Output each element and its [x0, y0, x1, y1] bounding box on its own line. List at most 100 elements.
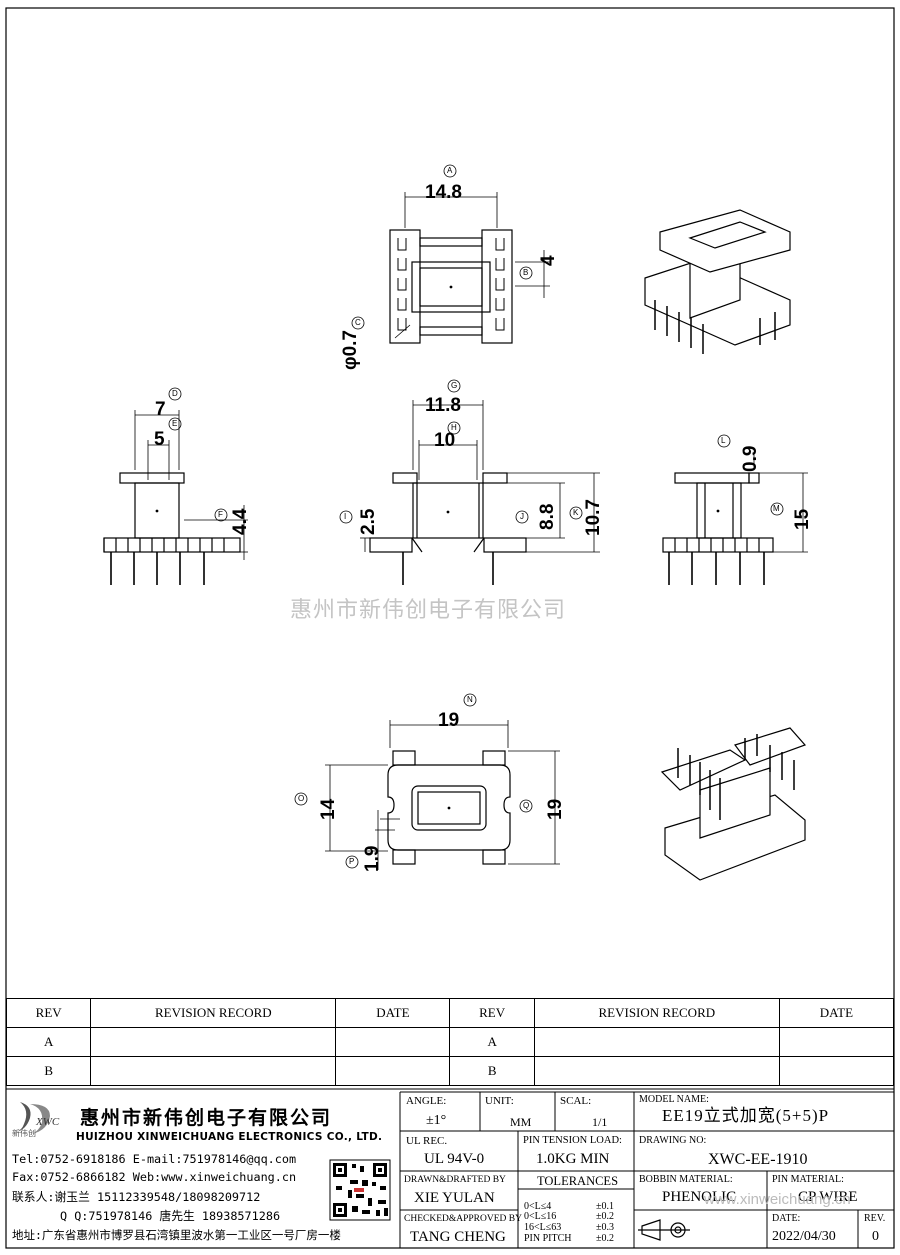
- checked-by-label: CHECKED&APPROVED BY: [404, 1214, 522, 1224]
- pin-tension-label: PIN TENSION LOAD:: [523, 1135, 622, 1146]
- date-value: 2022/04/30: [772, 1229, 836, 1244]
- ul-label: UL REC.: [406, 1135, 448, 1147]
- date-label: DATE:: [772, 1213, 801, 1224]
- scale-value: 1/1: [592, 1115, 608, 1129]
- drawn-by-value: XIE YULAN: [414, 1190, 495, 1206]
- logo-en-text: XWC: [36, 1116, 60, 1128]
- dim-n: 19: [438, 710, 460, 731]
- top-view: [351, 164, 550, 344]
- tol-range-1: 0<L≤4: [524, 1201, 552, 1212]
- date-cell: [335, 1056, 451, 1086]
- bubble-m: M: [773, 504, 780, 513]
- bubble-c: C: [355, 318, 361, 327]
- isometric-view-bottom: [660, 727, 807, 881]
- bobbin-material-value: PHENOLIC: [662, 1189, 737, 1205]
- record-cell: [90, 1027, 337, 1057]
- dim-d: 7: [155, 399, 166, 420]
- contact-person: 联系人:谢玉兰 15112339548/18098209712: [12, 1190, 261, 1204]
- tol-value-2: ±0.2: [596, 1211, 614, 1222]
- watermark-url: www.xinweichuang.cn: [704, 1191, 851, 1208]
- tol-range-2: 0<L≤16: [524, 1211, 557, 1222]
- tol-value-3: ±0.3: [596, 1222, 614, 1233]
- date-cell: [335, 1027, 451, 1057]
- pin-tension-value: 1.0KG MIN: [536, 1151, 610, 1167]
- company-address: 地址:广东省惠州市博罗县石湾镇里波水第一工业区一号厂房一楼: [12, 1228, 341, 1242]
- qr-code: [329, 1159, 391, 1221]
- bubble-f: F: [218, 510, 223, 519]
- revision-record-header: REVISION RECORD: [533, 998, 780, 1028]
- angle-label: ANGLE:: [406, 1095, 447, 1107]
- bubble-h: H: [451, 423, 457, 432]
- isometric-view-top: [644, 209, 791, 354]
- bubble-e: E: [172, 419, 178, 428]
- model-value: EE19立式加宽(5+5)P: [662, 1106, 830, 1125]
- angle-value: ±1°: [426, 1113, 447, 1128]
- bubble-i: I: [344, 512, 347, 521]
- checked-by-value: TANG CHENG: [410, 1229, 506, 1245]
- revision-header-row: REV REVISION RECORD DATE REV REVISION RE…: [5, 998, 895, 1028]
- logo-cn-text: 新伟创: [12, 1129, 36, 1138]
- unit-value: MM: [510, 1115, 532, 1129]
- left-view: [103, 387, 248, 585]
- projection-symbol-icon: [638, 1219, 690, 1241]
- dim-a: 14.8: [425, 182, 462, 203]
- table-row: A A: [5, 1027, 895, 1057]
- company-logo-icon: [16, 1102, 50, 1134]
- rev-cell: A: [5, 1027, 92, 1057]
- record-cell: [90, 1056, 337, 1086]
- drawing-no-value: XWC-EE-1910: [708, 1151, 808, 1168]
- bubble-j: J: [520, 512, 524, 521]
- tol-value-1: ±0.1: [596, 1201, 614, 1212]
- revision-record-header: REVISION RECORD: [90, 998, 337, 1028]
- record-cell: [533, 1027, 780, 1057]
- model-label: MODEL NAME:: [639, 1094, 709, 1105]
- contact-tel-email: Tel:0752-6918186 E-mail:751978146@qq.com: [12, 1152, 297, 1166]
- rev-value: 0: [872, 1229, 879, 1244]
- scale-label: SCAL:: [560, 1095, 592, 1107]
- bubble-g: G: [451, 381, 458, 390]
- drawing-no-label: DRAWING NO:: [639, 1135, 707, 1146]
- revision-table: REV REVISION RECORD DATE REV REVISION RE…: [5, 998, 895, 1086]
- dim-g: 11.8: [425, 395, 461, 416]
- rev-header: REV: [5, 998, 92, 1028]
- rev-cell: B: [449, 1056, 535, 1086]
- rev-cell: A: [449, 1027, 535, 1057]
- front-view: [339, 379, 600, 585]
- bubble-b: B: [523, 268, 529, 277]
- tol-value-4: ±0.2: [596, 1233, 614, 1244]
- unit-label: UNIT:: [485, 1095, 514, 1107]
- dim-h: 10: [434, 430, 456, 451]
- tolerances-label: TOLERANCES: [537, 1174, 619, 1188]
- company-name-en: HUIZHOU XINWEICHUANG ELECTRONICS CO., LT…: [76, 1131, 383, 1143]
- drawn-by-label: DRAWN&DRAFTED BY: [404, 1175, 506, 1185]
- rev-label: REV.: [864, 1213, 886, 1224]
- bubble-o: O: [298, 794, 305, 803]
- date-header: DATE: [778, 998, 895, 1028]
- bubble-d: D: [172, 389, 178, 398]
- ul-value: UL 94V-0: [424, 1151, 485, 1167]
- bubble-k: K: [573, 508, 579, 517]
- bottom-view: [294, 693, 560, 870]
- bubble-l: L: [721, 436, 726, 445]
- date-cell: [778, 1027, 895, 1057]
- pin-material-label: PIN MATERIAL:: [772, 1174, 844, 1185]
- tol-range-3: 16<L≤63: [524, 1222, 562, 1233]
- bubble-p: P: [349, 857, 355, 866]
- bubble-a: A: [447, 166, 453, 175]
- table-row: B B: [5, 1056, 895, 1086]
- pin-material-value: CP WIRE: [798, 1189, 858, 1205]
- rev-cell: B: [5, 1056, 92, 1086]
- record-cell: [533, 1056, 780, 1086]
- contact-fax-web: Fax:0752-6866182 Web:www.xinweichuang.cn: [12, 1170, 297, 1184]
- bubble-q: Q: [523, 801, 530, 810]
- company-name-cn: 惠州市新伟创电子有限公司: [80, 1107, 333, 1129]
- bubble-n: N: [467, 695, 473, 704]
- tol-range-4: PIN PITCH: [524, 1233, 572, 1244]
- dim-e: 5: [154, 429, 165, 450]
- right-view: [662, 434, 808, 585]
- date-cell: [778, 1056, 895, 1086]
- watermark-company: 惠州市新伟创电子有限公司: [290, 598, 567, 623]
- bobbin-material-label: BOBBIN MATERIAL:: [639, 1174, 733, 1185]
